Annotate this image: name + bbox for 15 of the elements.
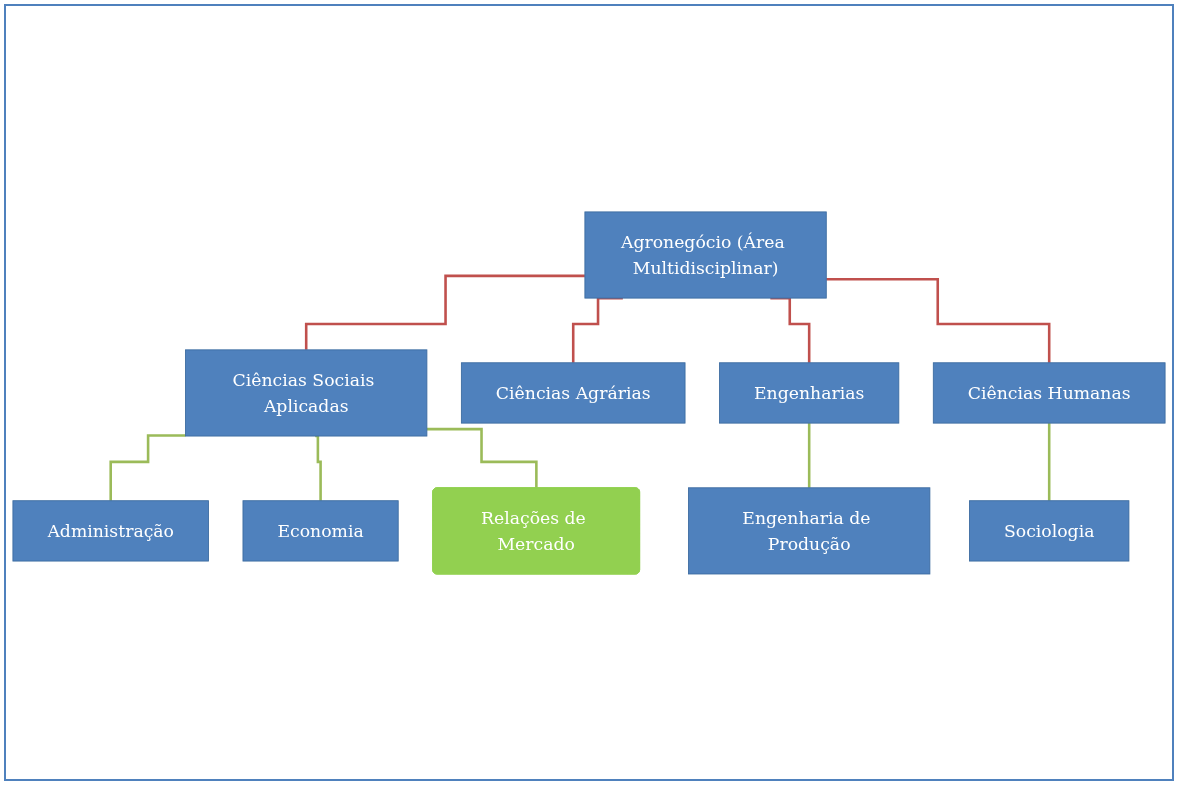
connector: [807, 421, 811, 489]
node-box: Sociologia: [969, 499, 1130, 562]
node-box: Ciências Humanas: [932, 361, 1166, 424]
connector: [304, 274, 585, 351]
node-box: Economia: [242, 499, 399, 562]
node-box: Ciências Sociais Aplicadas: [185, 348, 428, 437]
node-box: Engenharias: [719, 361, 900, 424]
node-box: Agronegócio (Área Multidisciplinar): [584, 211, 827, 299]
connector: [109, 433, 186, 502]
connector: [826, 277, 1051, 364]
node-box: Engenharia de Produção: [688, 486, 931, 574]
connector: [1047, 421, 1051, 502]
connector: [315, 434, 322, 502]
node-box: Ciências Agrárias: [460, 361, 686, 424]
node-box: Administração: [12, 499, 209, 562]
